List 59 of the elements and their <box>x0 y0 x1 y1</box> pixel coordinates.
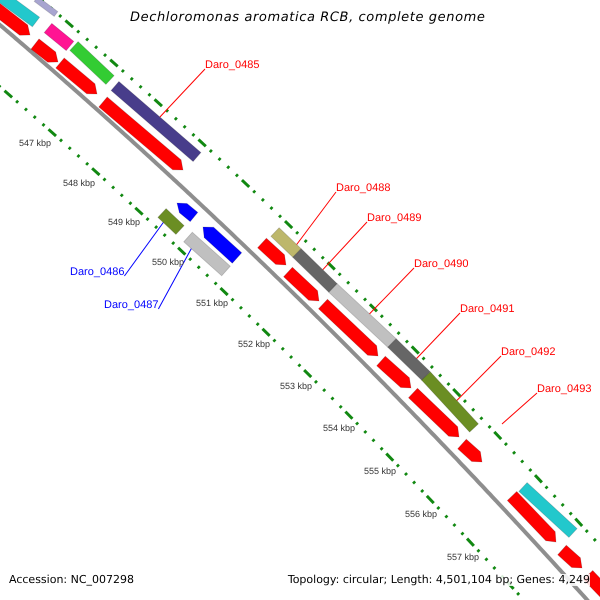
gene-bar <box>0 0 30 36</box>
gene-bar <box>98 96 184 170</box>
gene-bar <box>55 57 98 94</box>
gene-bar <box>176 202 198 222</box>
leader-line <box>159 68 206 118</box>
gene-label: Daro_0487 <box>104 298 158 312</box>
leader-line <box>369 268 414 314</box>
leader-line <box>296 192 336 245</box>
gene-label: Daro_0490 <box>414 258 468 270</box>
scale-label: 552 kbp <box>238 340 270 350</box>
scale-label: 554 kbp <box>323 424 356 434</box>
gene-bar <box>408 388 460 438</box>
scale-label: 551 kbp <box>196 299 228 309</box>
gene-bar <box>328 283 397 348</box>
gene-bar <box>506 490 556 542</box>
gene-bar <box>270 227 302 258</box>
leader-line <box>502 392 538 424</box>
scale-label: 557 kbp <box>447 553 480 563</box>
gene-bar <box>387 338 431 381</box>
scale-label: 556 kbp <box>405 510 438 520</box>
gene-label: Daro_0491 <box>460 302 514 316</box>
gene-label: Daro_0485 <box>205 58 260 72</box>
gene-bar <box>0 0 40 28</box>
gene-bar <box>557 544 582 568</box>
gene-bar <box>518 482 578 538</box>
gene-bar <box>30 38 58 63</box>
scale-label: 555 kbp <box>364 467 396 477</box>
gene-label: Daro_0493 <box>537 382 592 396</box>
gene-bar <box>292 248 338 293</box>
gene-bar <box>44 22 74 52</box>
genome-stats-note: Topology: circular; Length: 4,501,104 bp; Genes: 4,249 <box>288 574 590 586</box>
gene-label: Daro_0492 <box>501 346 556 358</box>
gene-bar <box>283 266 320 302</box>
leader-line <box>322 222 368 270</box>
gene-label: Daro_0489 <box>367 212 422 224</box>
leader-line <box>456 356 502 401</box>
gene-bar <box>457 438 482 462</box>
gene-bar <box>110 80 202 162</box>
leader-line <box>416 312 460 359</box>
gene-bar <box>157 208 185 235</box>
gene-label: Daro_0488 <box>336 182 390 194</box>
gene-bar <box>183 232 231 276</box>
gene-bar <box>257 238 286 266</box>
accession-note: Accession: NC_007298 <box>9 574 134 586</box>
gene-bar <box>421 371 479 433</box>
leader-line <box>158 248 192 310</box>
gene-bar <box>318 298 378 356</box>
gene-bar <box>69 41 115 85</box>
scale-label: 549 kbp <box>108 218 140 228</box>
scale-label: 553 kbp <box>280 382 312 392</box>
gene-label: Daro_0486 <box>70 266 124 278</box>
scale-label: 547 kbp <box>19 139 52 149</box>
gene-bar <box>202 226 242 264</box>
diagram-title: Dechloromonas aromatica RCB, complete genome <box>130 11 486 26</box>
scale-label: 548 kbp <box>63 179 96 189</box>
scale-label: 550 kbp <box>152 258 184 268</box>
leader-line <box>124 222 164 276</box>
gene-bar <box>376 356 412 388</box>
gene-bar <box>34 0 58 17</box>
